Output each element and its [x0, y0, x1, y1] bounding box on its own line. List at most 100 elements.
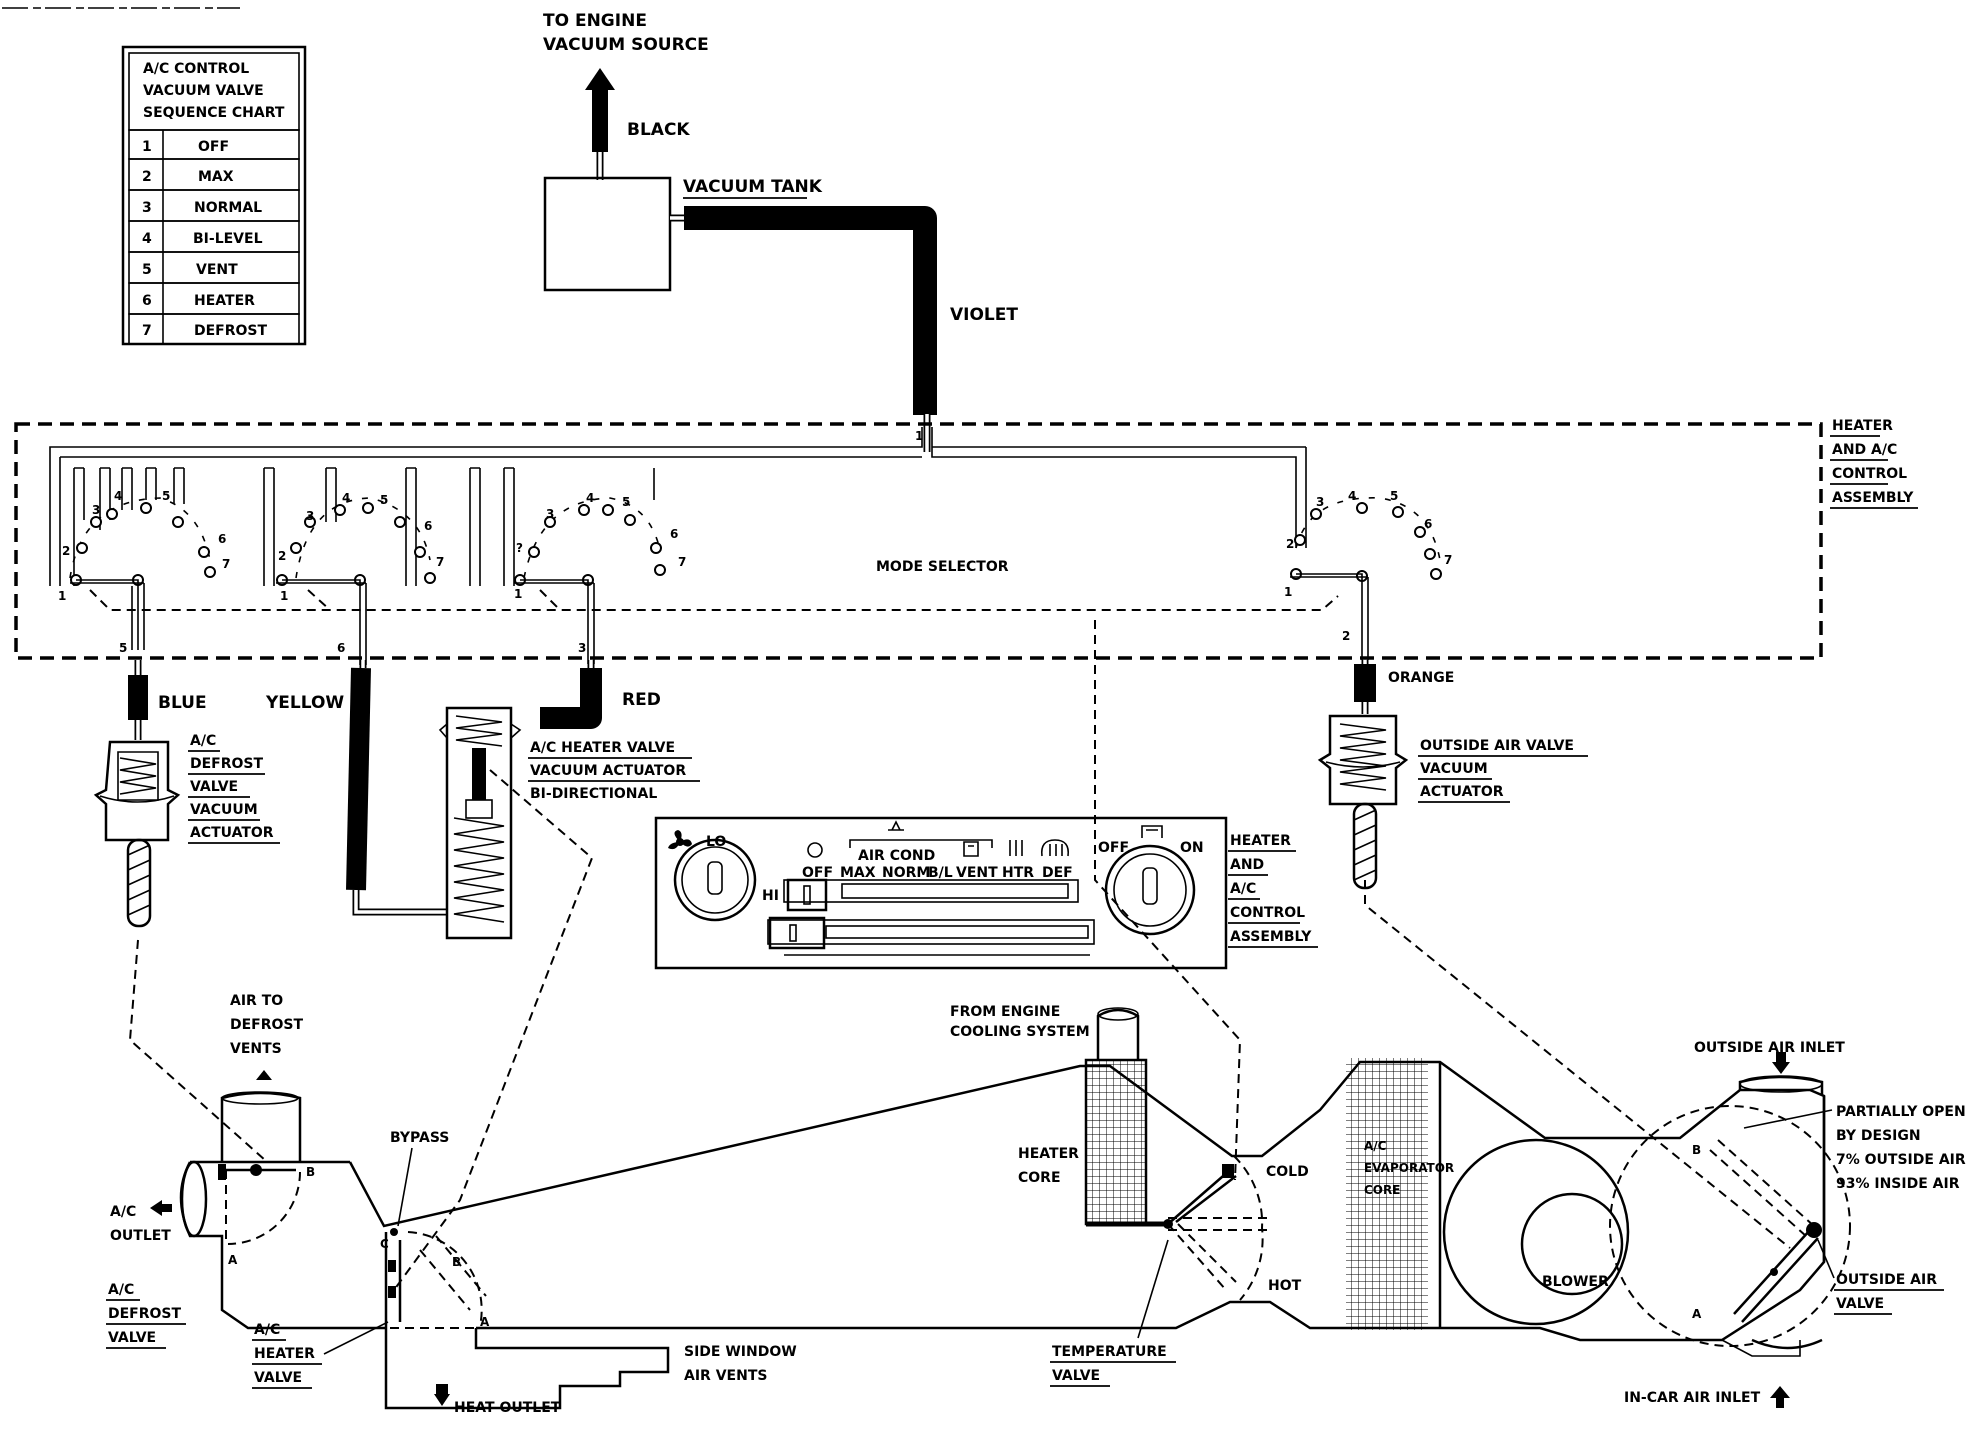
svg-text:1: 1 [142, 139, 152, 155]
selector-ports-group-1: 2 3 4 5 6 7 1 5 [58, 489, 230, 655]
svg-text:5: 5 [142, 262, 152, 278]
heat-outlet-label: HEAT OUTLET [454, 1400, 561, 1416]
mode-label-def: DEF [1042, 865, 1073, 881]
violet-hose-label: VIOLET [950, 305, 1018, 325]
evaporator-core-grid [1346, 1058, 1428, 1330]
svg-text:A: A [228, 1253, 238, 1267]
snowflake-icon [888, 820, 904, 831]
svg-text:BI-LEVEL: BI-LEVEL [193, 231, 263, 247]
ac-on-label: ON [1180, 840, 1204, 856]
blower [1442, 1138, 1630, 1326]
svg-text:VENT: VENT [196, 262, 238, 278]
linkage-lines [128, 620, 1791, 1291]
mode-label-bl: B/L [928, 865, 953, 881]
selector-ports-group-3: ? 3 4 5 6 7 1 3 [514, 491, 686, 664]
evaporator-line-2: EVAPORATOR [1364, 1161, 1454, 1175]
svg-text:5: 5 [380, 493, 388, 507]
vacuum-source-arrow-icon [585, 68, 615, 90]
mode-label-htr: HTR [1002, 865, 1034, 881]
outside-actuator-line-3: ACTUATOR [1420, 784, 1504, 800]
temperature-valve-line-1: TEMPERATURE [1052, 1344, 1167, 1360]
control-assembly-top-line-4: ASSEMBLY [1832, 490, 1914, 506]
svg-text:DEFROST: DEFROST [194, 323, 268, 339]
off-indicator-icon [807, 842, 823, 858]
violet-hose [684, 206, 937, 415]
svg-text:3: 3 [142, 200, 152, 216]
svg-text:NORMAL: NORMAL [194, 200, 262, 216]
ductwork: B A C B A [106, 993, 1966, 1416]
fan-speed-knob[interactable] [673, 838, 757, 922]
heat-outlet-arrow-icon [434, 1384, 450, 1406]
svg-text:3: 3 [578, 641, 586, 655]
temperature-valve-line-2: VALVE [1052, 1368, 1100, 1384]
air-to-defrost-line-1: AIR TO [230, 993, 283, 1009]
svg-text:7: 7 [142, 323, 152, 339]
partially-open-line-1: PARTIALLY OPEN [1836, 1104, 1966, 1120]
heater-actuator-line-1: A/C HEATER VALVE [530, 740, 675, 756]
chart-title-line-1: A/C CONTROL [143, 61, 249, 77]
ac-on-off-knob[interactable] [1104, 844, 1196, 936]
svg-text:6: 6 [142, 293, 152, 309]
svg-text:1: 1 [58, 589, 66, 603]
yellow-hose-label: YELLOW [265, 693, 344, 713]
partially-open-line-3: 7% OUTSIDE AIR [1836, 1152, 1966, 1168]
vacuum-tank: VACUUM TANK VIOLET [543, 176, 1018, 452]
chart-row: 1 OFF [142, 139, 229, 155]
control-assembly-top-line-2: AND A/C [1832, 442, 1897, 458]
control-assembly-top-line-1: HEATER [1832, 418, 1893, 434]
mode-selector-label: MODE SELECTOR [876, 559, 1009, 575]
ac-outlet-arrow-icon [150, 1200, 172, 1216]
svg-text:3: 3 [1316, 495, 1324, 509]
mode-label-norm: NORM [882, 865, 930, 881]
svg-text:7: 7 [222, 557, 230, 571]
svg-text:6: 6 [1424, 517, 1432, 531]
chart-row: 6 HEATER [142, 293, 255, 309]
vacuum-source-line-1: TO ENGINE [543, 11, 647, 31]
heater-icon [1009, 840, 1023, 856]
svg-text:5: 5 [1390, 489, 1398, 503]
svg-text:C: C [380, 1237, 389, 1251]
svg-text:2: 2 [278, 549, 286, 563]
cold-label: COLD [1266, 1164, 1309, 1180]
svg-text:HEATER: HEATER [194, 293, 255, 309]
defrost-actuator-line-5: ACTUATOR [190, 825, 274, 841]
panel-label-line-1: HEATER [1230, 833, 1291, 849]
defrost-actuator-line-1: A/C [190, 733, 216, 749]
air-cond-label: AIR COND [858, 848, 935, 864]
defrost-actuator-line-4: VACUUM [190, 802, 258, 818]
svg-text:1: 1 [514, 587, 522, 601]
red-hose-label: RED [622, 690, 661, 710]
svg-text:6: 6 [670, 527, 678, 541]
chart-row: 7 DEFROST [142, 323, 268, 339]
control-panel: LO HI AIR COND OFF MAX NORM B/L VENT HTR… [654, 816, 1318, 970]
mode-label-vent: VENT [956, 865, 998, 881]
chart-row: 5 VENT [142, 262, 238, 278]
yellow-hose [346, 667, 371, 891]
ac-outlet-line-2: OUTLET [110, 1228, 171, 1244]
svg-text:4: 4 [142, 231, 152, 247]
outside-air-valve-line-1: OUTSIDE AIR [1836, 1272, 1937, 1288]
ac-off-label: OFF [1098, 840, 1129, 856]
blue-hose-label: BLUE [158, 693, 207, 713]
defrost-actuator-line-2: DEFROST [190, 756, 264, 772]
panel-label-line-5: ASSEMBLY [1230, 929, 1312, 945]
svg-text:4: 4 [342, 491, 350, 505]
heater-actuator-line-3: BI-DIRECTIONAL [530, 786, 657, 802]
in-car-air-inlet-label: IN-CAR AIR INLET [1624, 1390, 1761, 1406]
vent-icon [963, 841, 979, 857]
mode-slider[interactable] [783, 878, 1079, 912]
temperature-slider[interactable] [767, 916, 1095, 956]
evaporator-line-1: A/C [1364, 1139, 1387, 1153]
bypass-label: BYPASS [390, 1130, 449, 1146]
mode-label-max: MAX [840, 865, 876, 881]
vacuum-source: TO ENGINE VACUUM SOURCE BLACK [543, 11, 709, 180]
svg-text:OFF: OFF [198, 139, 229, 155]
panel-label-line-2: AND [1230, 857, 1264, 873]
svg-text:B: B [1692, 1143, 1701, 1157]
chart-title-line-2: VACUUM VALVE [143, 83, 264, 99]
svg-text:7: 7 [436, 555, 444, 569]
from-engine-line-2: COOLING SYSTEM [950, 1024, 1090, 1040]
heater-actuator-line-2: VACUUM ACTUATOR [530, 763, 686, 779]
ac-heater-valve-line-3: VALVE [254, 1370, 302, 1386]
